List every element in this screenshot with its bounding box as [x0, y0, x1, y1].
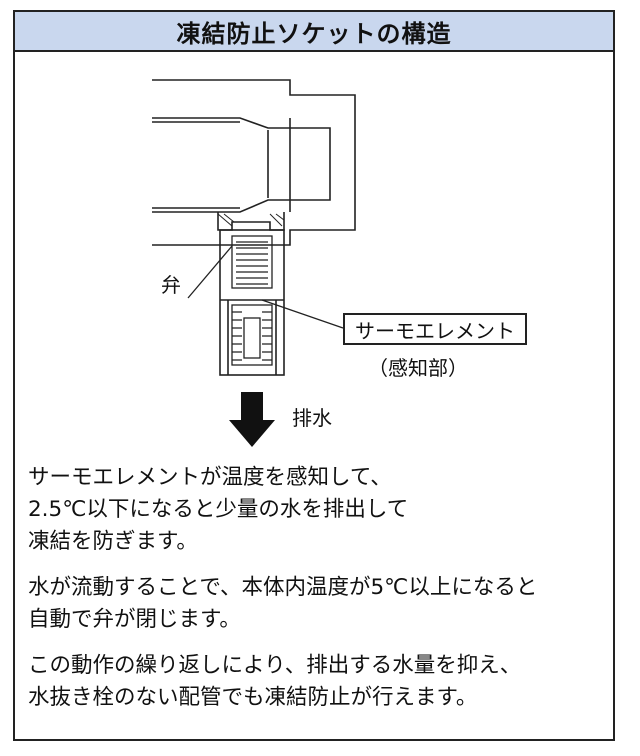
thermo-element-label: サーモエレメント [355, 318, 515, 343]
thermo-element-label-box: サーモエレメント [343, 313, 527, 345]
drain-label: 排水 [292, 406, 332, 430]
paragraph-line: 水抜き栓のない配管でも凍結防止が行えます。 [28, 685, 478, 710]
paragraph-line: この動作の繰り返しにより、排出する水量を抑え、 [28, 653, 522, 678]
socket-diagram [152, 79, 356, 447]
paragraph-1: サーモエレメントが温度を感知して、 2.5℃以下になると少量の水を排出して 凍結… [28, 462, 408, 558]
paragraph-line: 2.5℃以下になると少量の水を排出して [28, 497, 409, 522]
panel-frame: 凍結防止ソケットの構造 [13, 10, 615, 741]
paragraph-2: 水が流動することで、本体内温度が5℃以上になると 自動で弁が閉じます。 [28, 572, 537, 636]
paragraph-line: 水が流動することで、本体内温度が5℃以上になると [28, 575, 538, 600]
thermo-element [231, 304, 273, 366]
paragraph-line: 凍結を防ぎます。 [28, 529, 198, 554]
valve-label: 弁 [161, 273, 181, 297]
paragraph-line: サーモエレメントが温度を感知して、 [28, 465, 392, 490]
paragraph-line: 自動で弁が閉じます。 [28, 607, 241, 632]
page-title: 凍結防止ソケットの構造 [176, 19, 452, 48]
valve-leader-line [187, 245, 233, 299]
title-bar: 凍結防止ソケットの構造 [15, 12, 613, 52]
paragraph-3: この動作の繰り返しにより、排出する水量を抑え、 水抜き栓のない配管でも凍結防止が… [28, 650, 521, 714]
drain-arrow-icon [229, 392, 275, 447]
valve-spring [231, 235, 273, 289]
valve-housing [219, 229, 285, 376]
thermo-leader-line [261, 299, 344, 329]
socket-body [152, 79, 356, 246]
thermo-sub-label: （感知部） [368, 356, 468, 380]
